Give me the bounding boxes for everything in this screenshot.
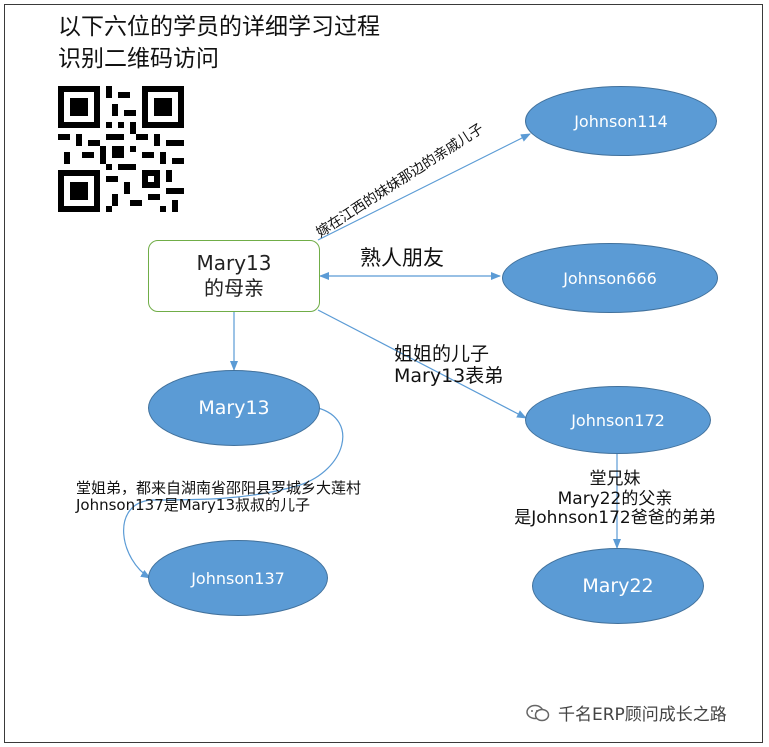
node-mary13[interactable]: Mary13 — [148, 370, 320, 446]
edge-label-johnson137: 堂姐弟，都来自湖南省邵阳县罗城乡大莲村 Johnson137是Mary13叔叔的… — [76, 479, 362, 515]
wechat-icon — [526, 704, 550, 721]
edge-mother-johnson172 — [317, 309, 527, 419]
edge-label-johnson172-line1: 姐姐的儿子 — [394, 343, 490, 365]
watermark-text: 千名ERP顾问成长之路 — [558, 705, 727, 725]
page-title: 以下六位的学员的详细学习过程 — [58, 14, 380, 40]
node-mary22[interactable]: Mary22 — [532, 548, 704, 624]
node-johnson114-label: Johnson114 — [574, 111, 668, 131]
node-johnson137[interactable]: Johnson137 — [148, 540, 328, 616]
edge-label-johnson137-line2: Johnson137是Mary13叔叔的儿子 — [76, 496, 311, 515]
edge-label-mary22-line3: 是Johnson172爸爸的弟弟 — [514, 508, 716, 529]
edge-label-johnson172-line2: Mary13表弟 — [394, 364, 504, 387]
edge-label-mary22-line1: 堂兄妹 — [589, 469, 641, 489]
node-mary13-label: Mary13 — [198, 397, 270, 419]
edge-label-johnson666: 熟人朋友 — [360, 246, 444, 270]
edge-label-johnson172: 姐姐的儿子 Mary13表弟 — [394, 343, 504, 388]
page-subtitle: 识别二维码访问 — [58, 46, 219, 72]
watermark: 千名ERP顾问成长之路 — [526, 700, 727, 725]
qr-code-icon[interactable] — [58, 86, 184, 212]
node-johnson114[interactable]: Johnson114 — [525, 86, 717, 156]
node-johnson137-label: Johnson137 — [191, 568, 285, 588]
edge-label-johnson137-line1: 堂姐弟，都来自湖南省邵阳县罗城乡大莲村 — [76, 479, 362, 497]
diagram-frame — [4, 4, 763, 743]
node-johnson666-label: Johnson666 — [563, 268, 657, 288]
node-mary13-mother[interactable]: Mary13 的母亲 — [148, 240, 320, 312]
node-mary13-mother-line1: Mary13 — [196, 251, 272, 275]
node-mary13-mother-line2: 的母亲 — [204, 276, 264, 300]
edge-label-mary22-line2: Mary22的父亲 — [557, 488, 673, 509]
edge-label-mary22: 堂兄妹 Mary22的父亲 是Johnson172爸爸的弟弟 — [470, 469, 760, 529]
node-johnson172[interactable]: Johnson172 — [525, 386, 711, 454]
node-johnson172-label: Johnson172 — [571, 410, 665, 430]
edge-mother-johnson114 — [317, 133, 531, 241]
edge-mary13-johnson137 — [123, 407, 344, 579]
node-mary22-label: Mary22 — [582, 575, 654, 597]
node-johnson666[interactable]: Johnson666 — [502, 243, 718, 313]
